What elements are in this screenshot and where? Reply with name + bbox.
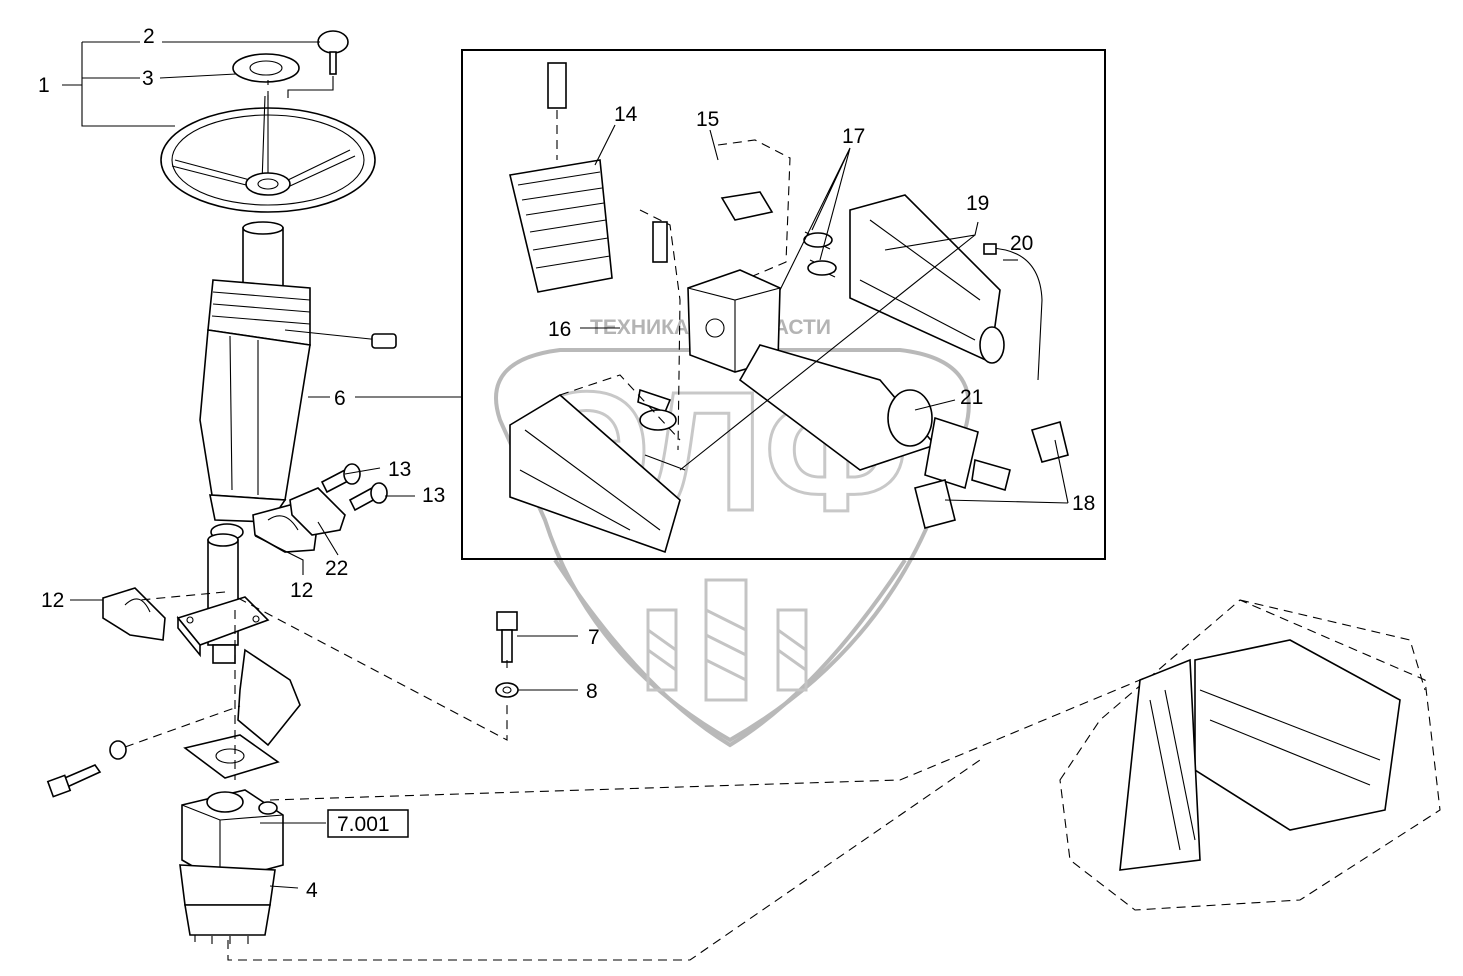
callout-2: 2: [143, 25, 155, 48]
horn-cap: [232, 53, 300, 83]
callout-6: 6: [334, 387, 346, 410]
bolt-washer: [46, 740, 127, 798]
callout-17: 17: [842, 125, 865, 148]
callout-14: 14: [614, 103, 638, 126]
steering-wheel: [160, 95, 376, 213]
lever-16: [637, 209, 681, 451]
machine-outline: [1059, 599, 1441, 911]
callout-20: 20: [1010, 232, 1033, 255]
callout-19: 19: [966, 192, 989, 215]
steering-unit: [179, 789, 284, 944]
bolt-7: [496, 611, 518, 663]
bracket: [183, 648, 301, 779]
callout-7: 7: [588, 626, 600, 649]
valve-block-15: [687, 139, 791, 373]
callout-1: 1: [38, 74, 50, 97]
callout-13-top: 13: [388, 458, 411, 481]
callout-8: 8: [586, 680, 598, 703]
washer-8: [495, 682, 519, 698]
callout-4: 4: [306, 879, 318, 902]
springs-17: [803, 231, 837, 278]
detail-frame: [461, 49, 1106, 560]
callout-21: 21: [960, 386, 983, 409]
callout-13-bottom: 13: [422, 484, 445, 507]
callout-22: 22: [325, 557, 348, 580]
cover-19: [849, 194, 1005, 364]
boot-14: [509, 62, 613, 293]
callout-12-right: 12: [290, 579, 313, 602]
watermark-shield: ЭЛФ ТЕХНИКА И ЗАПЧАСТИ: [494, 316, 971, 748]
housing-left: [509, 374, 686, 554]
callout-12-left: 12: [41, 589, 64, 612]
callout-16: 16: [548, 318, 571, 341]
plate-22: [289, 487, 346, 536]
bushings-18: [914, 421, 1069, 529]
clamp-left: [102, 587, 166, 641]
reference-box: [327, 809, 409, 838]
knob: [317, 30, 349, 75]
callout-18: 18: [1072, 492, 1095, 515]
cable-20: [983, 243, 1043, 381]
callout-3: 3: [142, 67, 154, 90]
callout-15: 15: [696, 108, 719, 131]
reference-box-label: 7.001: [337, 813, 390, 836]
bolts-13: [320, 463, 388, 512]
column-tube-21: [738, 344, 1011, 492]
shaft-flange: [176, 533, 270, 664]
